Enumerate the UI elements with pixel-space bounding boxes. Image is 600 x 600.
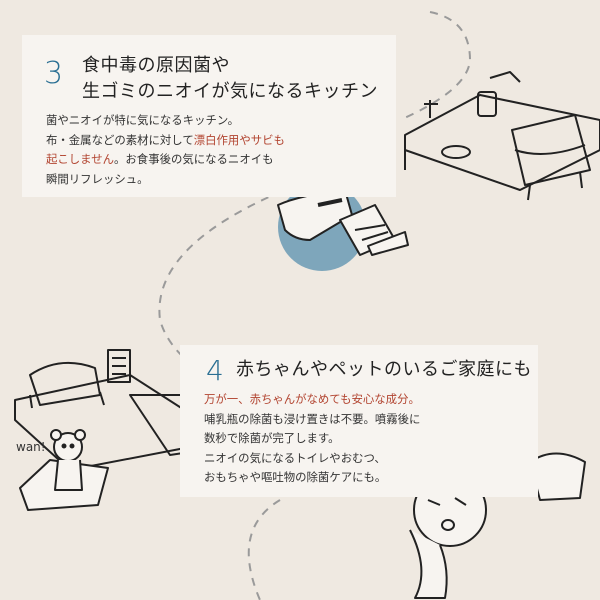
section-3-body: 菌やニオイが特に気になるキッチン。布・金属などの素材に対して漂白作用やサビも起こ… [46, 111, 285, 189]
section-4-body-highlight-text: 万が一、赤ちゃんがなめても安心な成分。 [204, 392, 420, 406]
section-3-title-line2: 生ゴミのニオイが気になるキッチン [82, 81, 378, 102]
section-3-body-text: 瞬間リフレッシュ。 [46, 171, 149, 186]
section-4-body-line: ニオイの気になるトイレやおむつ、 [204, 449, 420, 469]
section-3-body-line: 起こしません。お食事後の気になるニオイも [46, 150, 285, 170]
section-3-body-text: 。お食事後の気になるニオイも [114, 152, 274, 166]
section-3-title: 食中毒の原因菌や 生ゴミのニオイが気になるキッチン [82, 53, 378, 105]
section-4-body-text: 数秒で除菌が完了します。 [204, 431, 340, 445]
section-4-body-line: 数秒で除菌が完了します。 [204, 429, 420, 449]
kitchen-sink-icon [404, 71, 600, 201]
cutting-board-icon [277, 189, 409, 256]
section-4-card: 4 赤ちゃんやペットのいるご家庭にも 万が一、赤ちゃんがなめても安心な成分。哺乳… [180, 345, 538, 497]
pet-dog-icon [19, 429, 109, 511]
section-3-title-line1: 食中毒の原因菌や [82, 55, 230, 76]
dog-label: wan! [16, 440, 46, 454]
section-4-body-text: 哺乳瓶の除菌も浸け置きは不要。噴霧後に [204, 411, 421, 426]
section-4-body-text: おもちゃや嘔吐物の除菌ケアにも。 [204, 470, 387, 484]
section-4-body-line: 万が一、赤ちゃんがなめても安心な成分。 [204, 390, 420, 410]
section-3-card: 3 食中毒の原因菌や 生ゴミのニオイが気になるキッチン 菌やニオイが特に気になる… [22, 35, 396, 197]
section-3-body-text: 菌やニオイが特に気になるキッチン。 [46, 113, 239, 127]
section-3-body-highlight-text: 起こしません [46, 152, 115, 166]
section-3-body-highlight-text: 漂白作用やサビも [193, 132, 285, 147]
section-4-body: 万が一、赤ちゃんがなめても安心な成分。哺乳瓶の除菌も浸け置きは不要。噴霧後に数秒… [204, 390, 420, 488]
section-3-body-line: 瞬間リフレッシュ。 [46, 170, 285, 190]
section-4-number: 4 [206, 354, 224, 387]
section-3-number: 3 [44, 56, 64, 91]
section-4-title: 赤ちゃんやペットのいるご家庭にも [236, 359, 532, 380]
section-4-body-text: ニオイの気になるトイレやおむつ、 [204, 450, 386, 465]
section-4-body-line: 哺乳瓶の除菌も浸け置きは不要。噴霧後に [204, 410, 420, 430]
dashed-path-bottom [247, 499, 281, 600]
section-3-body-line: 菌やニオイが特に気になるキッチン。 [46, 111, 285, 131]
section-3-body-text: 布・金属などの素材に対して [46, 132, 194, 147]
section-4-body-line: おもちゃや嘔吐物の除菌ケアにも。 [204, 468, 420, 488]
dashed-path [158, 11, 472, 381]
section-3-body-line: 布・金属などの素材に対して漂白作用やサビも [46, 131, 285, 151]
